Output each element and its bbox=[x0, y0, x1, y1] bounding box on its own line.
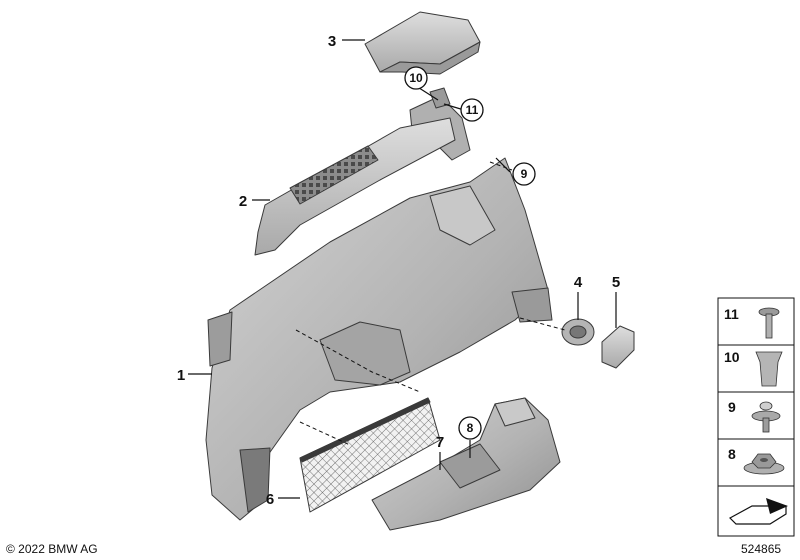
callout-9-circle bbox=[512, 162, 536, 186]
legend-num-9: 9 bbox=[728, 399, 736, 415]
part-6-cargo-net bbox=[299, 397, 441, 513]
clip-icon bbox=[755, 351, 783, 387]
part-3-cover-cap bbox=[364, 11, 481, 75]
part-1-side-trim-panel bbox=[205, 157, 553, 521]
legend-num-11: 11 bbox=[724, 306, 739, 322]
callout-10: 10 bbox=[409, 71, 423, 85]
callout-8-circle bbox=[458, 416, 482, 440]
callout-4: 4 bbox=[574, 274, 583, 291]
callout-7: 7 bbox=[436, 434, 444, 451]
callout-9: 9 bbox=[521, 167, 528, 181]
callout-1: 1 bbox=[177, 367, 185, 384]
callout-2: 2 bbox=[239, 193, 247, 210]
rivet-icon bbox=[751, 401, 781, 433]
callout-labels: 3 10 11 9 2 1 4 5 6 7 8 bbox=[177, 33, 620, 508]
callout-10-circle bbox=[404, 66, 428, 90]
image-id-text: 524865 bbox=[741, 542, 782, 556]
part-5-cap bbox=[601, 325, 635, 369]
copyright-text: © 2022 BMW AG bbox=[6, 542, 98, 556]
legend-row-11 bbox=[717, 297, 795, 346]
legend-num-10: 10 bbox=[724, 349, 740, 365]
callout-6: 6 bbox=[266, 491, 274, 508]
callout-5: 5 bbox=[612, 274, 620, 291]
part-2-upper-trim bbox=[254, 117, 456, 256]
callout-11: 11 bbox=[466, 103, 479, 117]
leader-lines bbox=[188, 39, 617, 499]
callout-3: 3 bbox=[328, 33, 336, 50]
direction-arrow-icon bbox=[729, 498, 788, 525]
callout-11-circle bbox=[460, 98, 484, 122]
part-4-ring-cover bbox=[561, 318, 595, 346]
fastener-legend: 11 10 9 8 bbox=[717, 297, 795, 537]
callout-8: 8 bbox=[467, 421, 474, 435]
nut-icon bbox=[743, 453, 785, 475]
screw-icon bbox=[758, 307, 780, 339]
legend-num-8: 8 bbox=[728, 446, 736, 462]
part-7-storage-tray bbox=[371, 397, 561, 531]
